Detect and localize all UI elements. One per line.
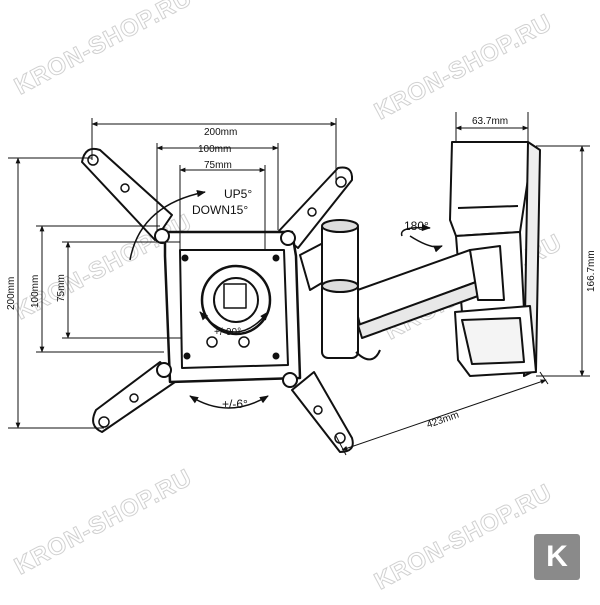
label-tilt-up: UP5° xyxy=(224,187,252,201)
label-plate-rotation: +/-90° xyxy=(214,327,241,338)
store-logo: K xyxy=(534,534,580,580)
watermark-text: KRON-SHOP.RU xyxy=(370,479,557,595)
dim-width-75: 75mm xyxy=(204,160,232,171)
motion-labels: UP5° DOWN15° +/-90° +/-6° 180° xyxy=(192,187,429,411)
watermark-text: KRON-SHOP.RU xyxy=(10,464,197,580)
dim-height-200: 200mm xyxy=(6,277,17,310)
watermark-text: KRON-SHOP.RU xyxy=(10,0,197,100)
swing-arm xyxy=(299,219,505,361)
dim-width-100: 100mm xyxy=(198,144,231,155)
label-swivel: 180° xyxy=(404,219,429,233)
label-tilt-down: DOWN15° xyxy=(192,203,248,217)
dim-width-200: 200mm xyxy=(204,127,237,138)
dim-depth: 63.7mm xyxy=(472,116,508,127)
dim-height-75: 75mm xyxy=(56,274,67,302)
watermark-text: KRON-SHOP.RU xyxy=(370,9,557,125)
dim-height-100: 100mm xyxy=(30,275,41,308)
tilt-plate xyxy=(154,228,302,388)
vesa-arms xyxy=(81,147,354,453)
dim-height-wallplate: 166.7mm xyxy=(586,250,597,292)
store-logo-letter: K xyxy=(546,540,568,573)
dimension-lines xyxy=(8,112,590,456)
rotation-arrows xyxy=(129,190,443,409)
dim-extension: 423mm xyxy=(425,410,460,431)
label-level-adjust: +/-6° xyxy=(222,397,248,411)
